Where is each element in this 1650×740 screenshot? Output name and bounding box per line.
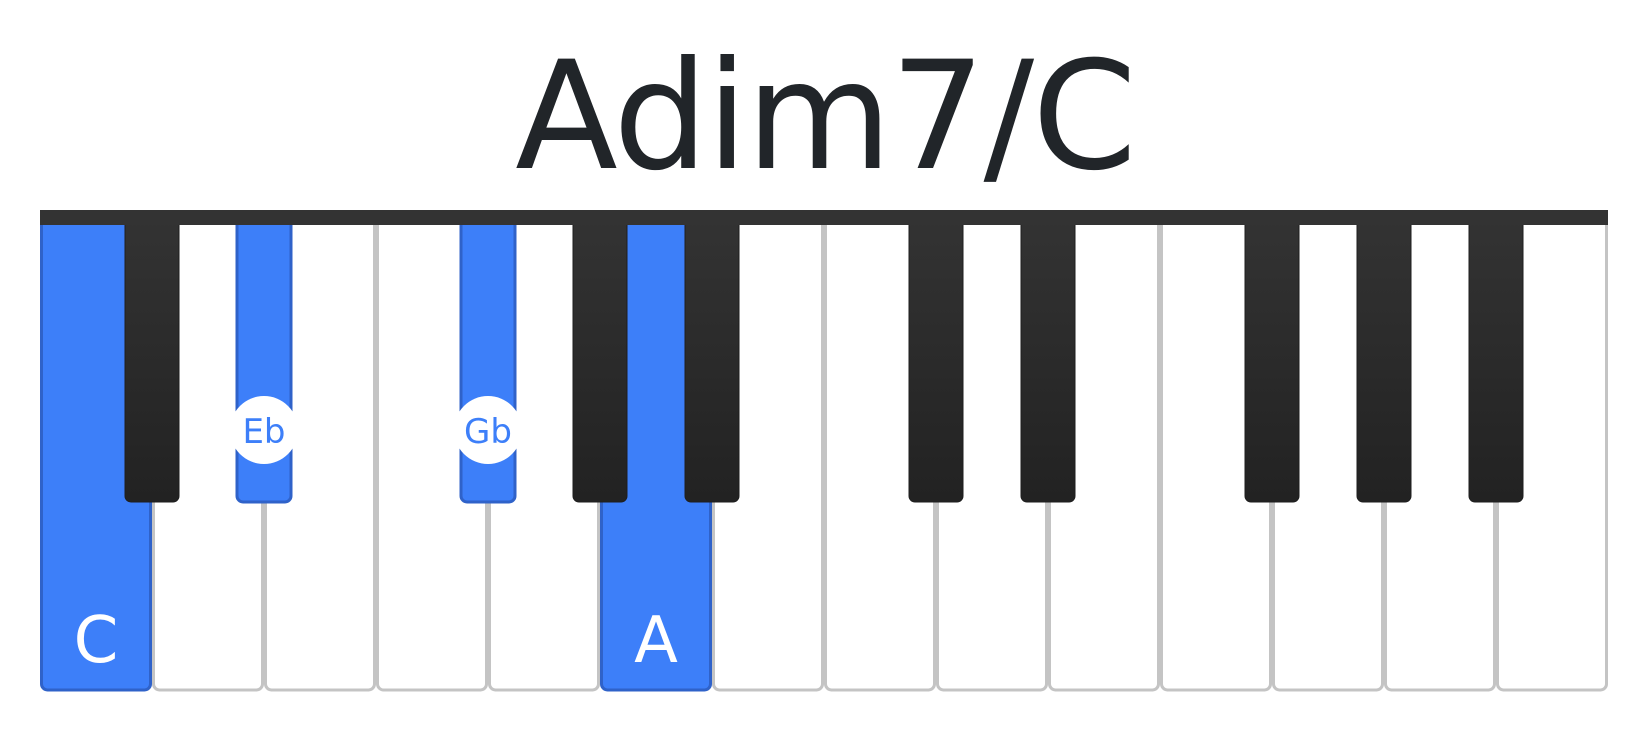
black-key-body [1244, 217, 1300, 503]
note-label: A [634, 604, 678, 678]
black-key-body [572, 217, 628, 503]
black-key[interactable] [908, 217, 964, 503]
black-key-body [124, 217, 180, 503]
black-key[interactable] [1356, 217, 1412, 503]
chord-title: Adim7/C [515, 30, 1137, 204]
note-marker [230, 396, 298, 464]
black-key-body [1356, 217, 1412, 503]
black-key-body [1020, 217, 1076, 503]
note-marker [454, 396, 522, 464]
note-label: Gb [464, 412, 512, 452]
black-key[interactable] [124, 217, 180, 503]
black-key[interactable]: Gb [454, 216, 522, 504]
note-label: C [74, 604, 119, 678]
black-key[interactable] [684, 217, 740, 503]
black-key[interactable]: Eb [230, 216, 298, 504]
note-label: Eb [242, 412, 285, 452]
black-key-body [1468, 217, 1524, 503]
black-key-body [684, 217, 740, 503]
black-key[interactable] [1244, 217, 1300, 503]
black-key[interactable] [572, 217, 628, 503]
keyboard-top-bar [40, 210, 1608, 225]
black-key[interactable] [1468, 217, 1524, 503]
black-key[interactable] [1020, 217, 1076, 503]
black-key-body [908, 217, 964, 503]
